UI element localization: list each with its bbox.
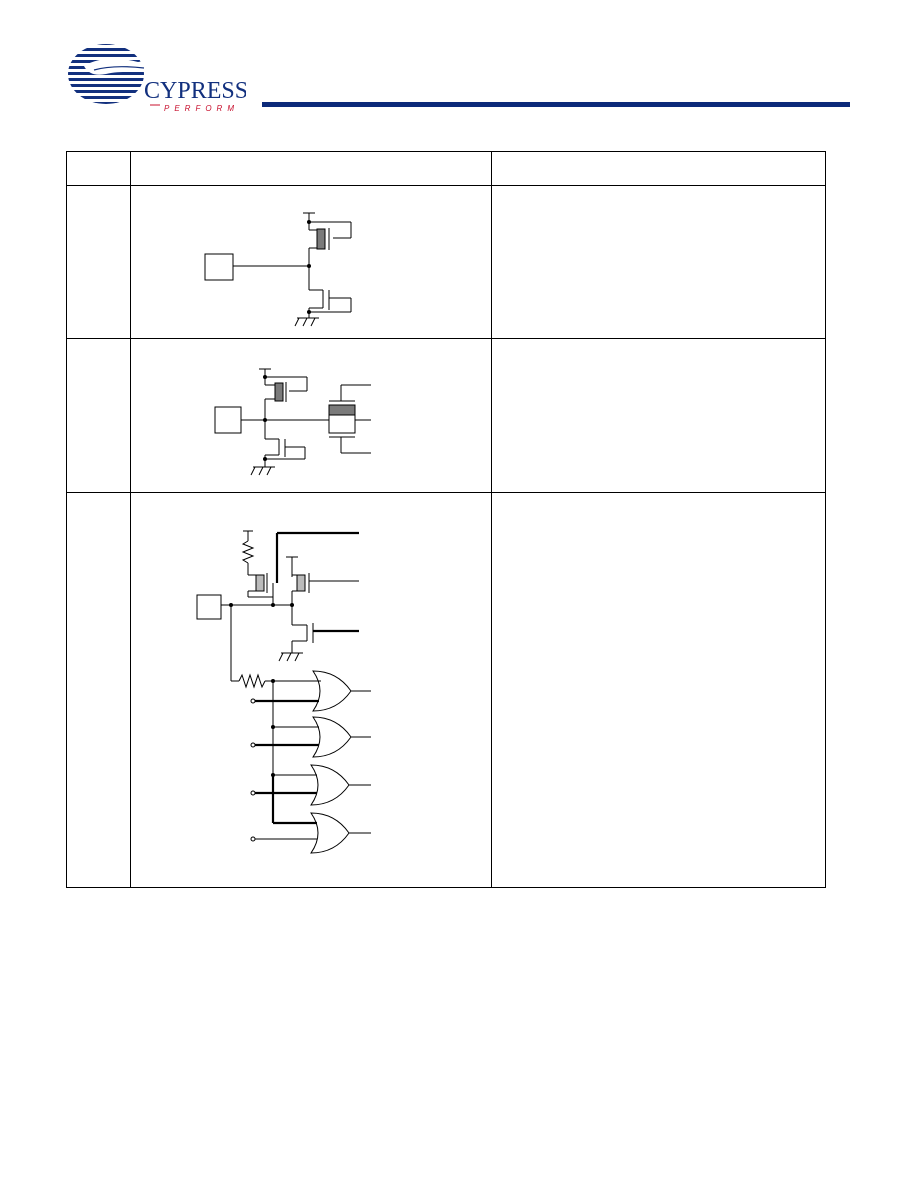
table-header-row	[66, 151, 826, 186]
description-cell	[491, 185, 826, 339]
description-cell	[491, 492, 826, 888]
description-cell	[491, 338, 826, 493]
row-id	[66, 492, 131, 888]
schematic-cell	[130, 185, 492, 339]
bidirectional-io-schematic	[196, 530, 371, 854]
io-schematic-table	[66, 151, 826, 888]
table-row	[66, 185, 826, 339]
column-header	[130, 151, 492, 186]
brand-name: CYPRESS	[144, 78, 246, 104]
logic-block	[204, 253, 234, 281]
logic-block	[196, 594, 222, 620]
cypress-logo: CYPRESS PERFORM	[68, 44, 246, 113]
schematic-cell	[130, 492, 492, 888]
table-row	[66, 338, 826, 493]
schematic-cell	[130, 338, 492, 493]
logic-block	[214, 406, 242, 434]
row-id	[66, 338, 131, 493]
inverter-pass-gate-schematic	[214, 368, 371, 476]
globe-icon	[68, 44, 144, 104]
column-header	[66, 151, 131, 186]
header-rule	[262, 102, 850, 107]
brand-tagline: PERFORM	[164, 104, 239, 113]
row-id	[66, 185, 131, 339]
column-header	[491, 151, 826, 186]
table-row	[66, 492, 826, 888]
cmos-inverter-schematic	[204, 212, 352, 327]
